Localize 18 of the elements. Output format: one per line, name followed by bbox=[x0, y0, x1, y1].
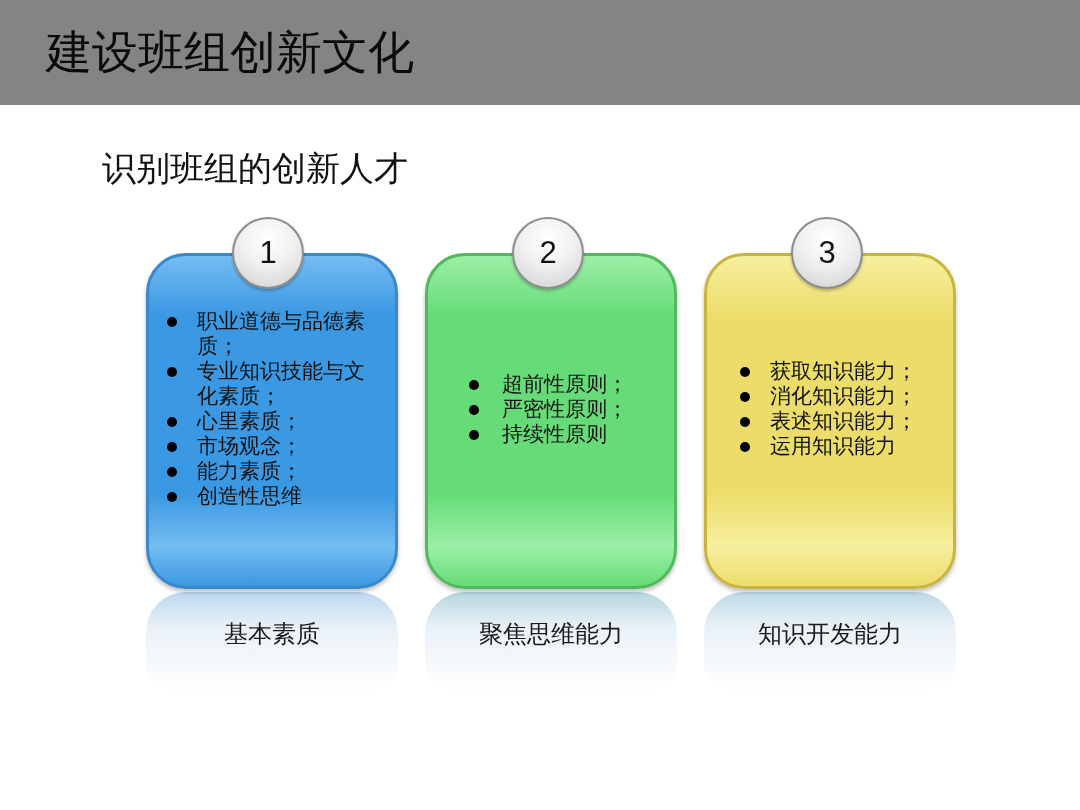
list-item: 创造性思维 bbox=[197, 484, 303, 509]
list-item: 职业道德与品德素质； bbox=[197, 309, 366, 359]
list-item: 获取知识能力； bbox=[770, 359, 918, 384]
list-item: 严密性原则； bbox=[502, 396, 629, 422]
list-item: 表述知识能力； bbox=[770, 409, 918, 434]
list-item: 消化知识能力； bbox=[770, 384, 918, 409]
list-item: 持续性原则 bbox=[502, 421, 608, 447]
list-item: 运用知识能力 bbox=[770, 434, 897, 459]
title: 建设班组创新文化 bbox=[46, 24, 414, 80]
list-item: 能力素质； bbox=[197, 459, 303, 484]
list-item: 专业知识技能与文化素质； bbox=[197, 359, 366, 409]
number-circle: 3 bbox=[791, 217, 863, 289]
list-item: 超前性原则； bbox=[502, 371, 629, 397]
number-circle: 2 bbox=[512, 217, 584, 289]
list-item: 市场观念； bbox=[197, 434, 303, 459]
number-circle: 1 bbox=[232, 217, 304, 289]
subtitle: 识别班组的创新人才 bbox=[102, 148, 408, 188]
list-item: 心里素质； bbox=[197, 409, 303, 434]
